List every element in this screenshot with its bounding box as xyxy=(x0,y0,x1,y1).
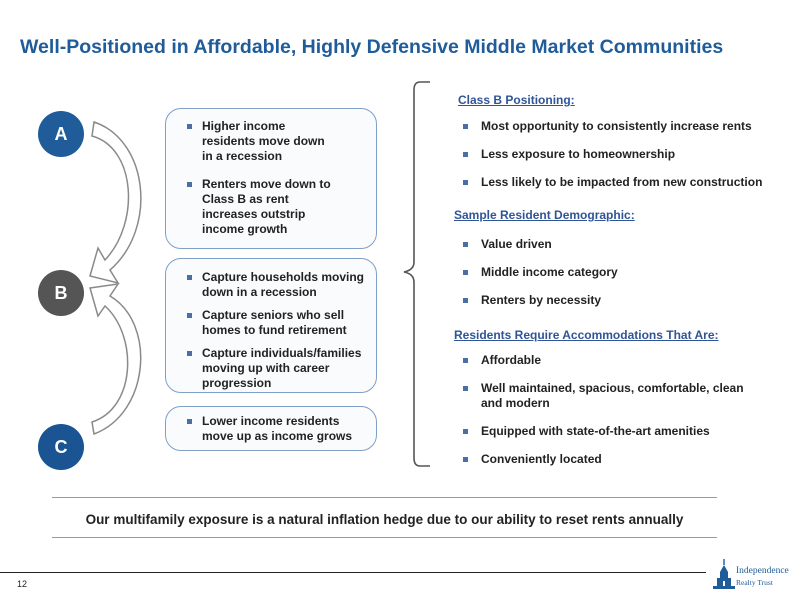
independence-hall-icon xyxy=(713,559,735,589)
list-item: Most opportunity to consistently increas… xyxy=(454,119,784,134)
class-c-label: C xyxy=(54,436,68,457)
page-title: Well-Positioned in Affordable, Highly De… xyxy=(20,36,724,58)
middle-box: Capture households moving down in a rece… xyxy=(165,258,377,393)
class-b-list: Most opportunity to consistently increas… xyxy=(454,119,784,190)
list-item: Higher income residents move down in a r… xyxy=(182,119,332,164)
flow-arrows xyxy=(89,121,142,436)
accommodations-list: Affordable Well maintained, spacious, co… xyxy=(454,353,754,467)
right-brace xyxy=(403,81,430,467)
divider-top xyxy=(52,497,717,498)
class-a-circle: A xyxy=(38,111,84,157)
list-item: Capture seniors who sell homes to fund r… xyxy=(182,308,372,338)
class-b-label: B xyxy=(54,282,68,303)
list-item: Equipped with state-of-the-art amenities xyxy=(454,424,754,439)
accommodations-heading: Residents Require Accommodations That Ar… xyxy=(454,328,719,342)
list-item: Affordable xyxy=(454,353,754,368)
list-item: Middle income category xyxy=(454,265,784,280)
demographic-list: Value driven Middle income category Rent… xyxy=(454,237,784,308)
class-a-label: A xyxy=(54,123,68,144)
demographic-heading: Sample Resident Demographic: xyxy=(454,208,635,222)
class-b-heading: Class B Positioning: xyxy=(458,93,575,107)
list-item: Well maintained, spacious, comfortable, … xyxy=(454,381,754,411)
list-item: Capture individuals/families moving up w… xyxy=(182,346,372,391)
bottom-box: Lower income residents move up as income… xyxy=(165,406,377,451)
top-box: Higher income residents move down in a r… xyxy=(165,108,377,249)
list-item: Capture households moving down in a rece… xyxy=(182,270,372,300)
inflation-hedge-statement: Our multifamily exposure is a natural in… xyxy=(85,512,684,527)
logo-line-2: Realty Trust xyxy=(736,578,773,587)
list-item: Conveniently located xyxy=(454,452,754,467)
list-item: Less likely to be impacted from new cons… xyxy=(454,175,784,190)
page-number: 12 xyxy=(17,579,28,589)
logo-line-1: Independence xyxy=(736,566,789,576)
list-item: Renters move down to Class B as rent inc… xyxy=(182,177,332,237)
footer-rule xyxy=(0,572,706,573)
list-item: Lower income residents move up as income… xyxy=(182,414,372,444)
list-item: Value driven xyxy=(454,237,784,252)
company-logo: Independence Realty Trust xyxy=(712,558,792,592)
list-item: Renters by necessity xyxy=(454,293,784,308)
list-item: Less exposure to homeownership xyxy=(454,147,784,162)
arrow-a-to-b xyxy=(89,121,142,285)
divider-bottom xyxy=(52,537,717,538)
class-b-circle: B xyxy=(38,270,84,316)
arrow-c-to-b xyxy=(89,283,142,436)
class-c-circle: C xyxy=(38,424,84,470)
